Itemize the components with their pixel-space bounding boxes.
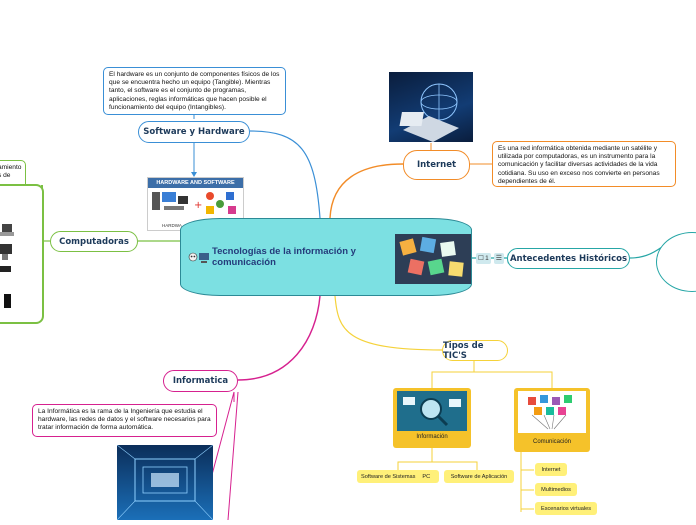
topic-informatica-label: Informatica [172,376,229,386]
internet-image [389,72,473,142]
topic-informatica[interactable]: Informatica [163,370,238,392]
central-image [395,234,471,284]
chip-escenarios-virtuales[interactable]: Escenarios virtuales [535,502,597,515]
topic-antecedentes-label: Antecedentes Históricos [509,253,628,264]
central-title: Tecnologías de la información y comunica… [212,246,356,268]
computers-image [0,184,44,324]
topic-computadoras[interactable]: Computadoras [50,231,138,252]
chip-internet-label: Internet [541,466,561,473]
list-icon[interactable]: ☰ [493,253,505,264]
chip-internet[interactable]: Internet [535,463,567,476]
topic-internet-label: Internet [416,160,457,170]
chip-software-aplicacion-label: Software de Aplicación [450,473,508,480]
topic-tipos[interactable]: Tipos de TIC'S [442,340,508,361]
topic-internet[interactable]: Internet [403,150,470,180]
topic-tipos-label: Tipos de TIC'S [443,340,484,361]
chip-software-aplicacion[interactable]: Software de Aplicación [444,470,514,483]
informacion-node[interactable]: Información [393,388,471,448]
chip-escenarios-virtuales-label: Escenarios virtuales [540,505,592,512]
skull-computer-icon [188,251,210,270]
topic-computadoras-label: Computadoras [59,236,129,247]
comunicacion-label: Comunicación [532,439,572,445]
informatica-image [116,444,214,521]
hardware-software-header: HARDWARE AND SOFTWARE [148,178,243,188]
software-hardware-note: El hardware es un conjunto de componente… [103,67,286,115]
informatica-note: La Informática es la rama de la Ingenier… [32,404,217,437]
hardware-software-icons: + [152,192,236,214]
informacion-image [397,391,467,431]
topic-software-hardware[interactable]: Software y Hardware [138,121,250,143]
topic-software-hardware-label: Software y Hardware [143,127,245,137]
svg-text:+: + [194,200,202,211]
comunicacion-node[interactable]: Comunicación [514,388,590,452]
chip-pc-label: PC [422,473,431,480]
chip-multimedios[interactable]: Multimedios [535,483,577,496]
chip-software-sistemas-label: Software de Sistemas [361,473,416,480]
topic-antecedentes[interactable]: Antecedentes Históricos [507,248,630,269]
chip-multimedios-label: Multimedios [541,486,571,493]
informacion-label: Información [416,434,448,440]
hardware-software-caption: HARDWA [162,223,182,228]
comment-icon[interactable]: ☐ 1 [476,253,491,264]
internet-note: Es una red informática obtenida mediante… [492,141,676,187]
comunicacion-image [518,391,586,433]
chip-software-sistemas[interactable]: Software de Sistemas PC [357,470,439,483]
